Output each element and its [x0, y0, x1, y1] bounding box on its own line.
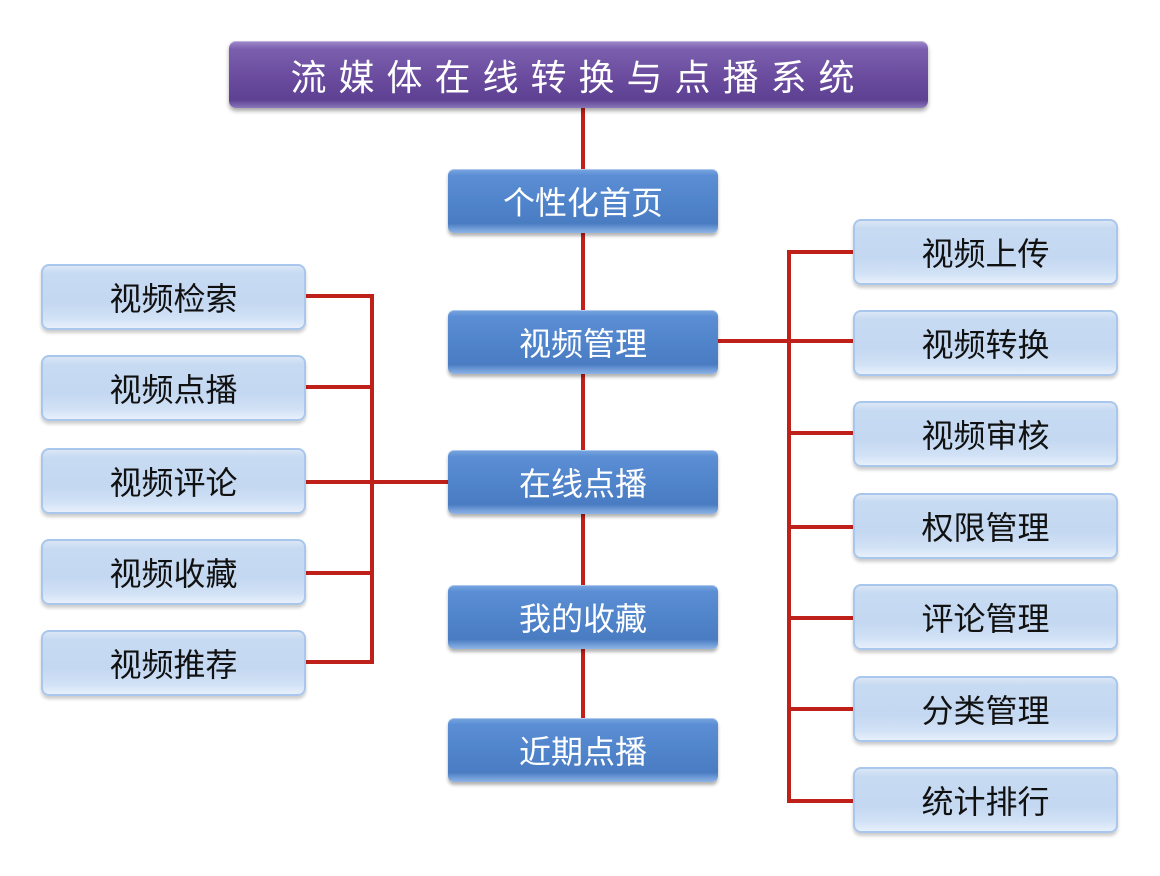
leaf-category-management: 分类管理 — [853, 676, 1118, 742]
leaf-video-playback: 视频点播 — [41, 355, 306, 421]
leaf-video-upload: 视频上传 — [853, 219, 1118, 285]
center-node-label: 在线点播 — [518, 465, 647, 503]
center-node-label: 个性化首页 — [502, 184, 663, 222]
leaf-label: 权限管理 — [921, 509, 1050, 547]
left-leaf-connector — [305, 571, 372, 575]
center-node-my-favorites: 我的收藏 — [448, 585, 718, 649]
leaf-label: 统计排行 — [921, 783, 1050, 821]
leaf-permission-management: 权限管理 — [853, 493, 1118, 559]
left-leaf-connector — [305, 480, 372, 484]
leaf-video-search: 视频检索 — [41, 264, 306, 330]
left-leaf-connector — [305, 660, 372, 664]
leaf-video-recommend: 视频推荐 — [41, 630, 306, 696]
right-leaf-connector — [787, 525, 855, 529]
center-node-label: 近期点播 — [518, 733, 647, 771]
right-leaf-connector — [787, 616, 855, 620]
left-to-center-connector — [370, 480, 450, 484]
center-node-label: 视频管理 — [518, 325, 647, 363]
leaf-label: 视频收藏 — [109, 555, 238, 593]
leaf-label: 视频上传 — [921, 235, 1050, 273]
leaf-label: 评论管理 — [921, 600, 1050, 638]
leaf-label: 视频评论 — [109, 464, 238, 502]
leaf-comment-management: 评论管理 — [853, 584, 1118, 650]
leaf-label: 视频转换 — [921, 326, 1050, 364]
leaf-video-convert: 视频转换 — [853, 310, 1118, 376]
system-title-node: 流媒体在线转换与点播系统 — [229, 41, 928, 108]
right-leaf-connector — [787, 431, 855, 435]
center-node-recent-vod: 近期点播 — [448, 718, 718, 782]
leaf-label: 视频检索 — [109, 280, 238, 318]
leaf-label: 视频审核 — [921, 417, 1050, 455]
leaf-label: 视频点播 — [109, 371, 238, 409]
leaf-video-favorite: 视频收藏 — [41, 539, 306, 605]
right-leaf-connector — [787, 707, 855, 711]
center-node-label: 我的收藏 — [518, 600, 647, 638]
right-leaf-connector — [787, 339, 855, 343]
right-leaf-connector — [787, 250, 855, 254]
leaf-statistics-ranking: 统计排行 — [853, 767, 1118, 833]
system-title: 流媒体在线转换与点播系统 — [290, 57, 867, 99]
left-leaf-connector — [305, 294, 372, 298]
right-leaf-connector — [787, 799, 855, 803]
leaf-label: 视频推荐 — [109, 646, 238, 684]
center-node-homepage: 个性化首页 — [448, 169, 718, 233]
leaf-label: 分类管理 — [921, 692, 1050, 730]
right-to-center-connector — [718, 339, 789, 343]
trunk-connector — [581, 108, 585, 748]
leaf-video-comment: 视频评论 — [41, 448, 306, 514]
leaf-video-review: 视频审核 — [853, 401, 1118, 467]
center-node-video-management: 视频管理 — [448, 310, 718, 374]
left-spine-connector — [370, 294, 374, 664]
left-leaf-connector — [305, 385, 372, 389]
center-node-online-vod: 在线点播 — [448, 450, 718, 514]
